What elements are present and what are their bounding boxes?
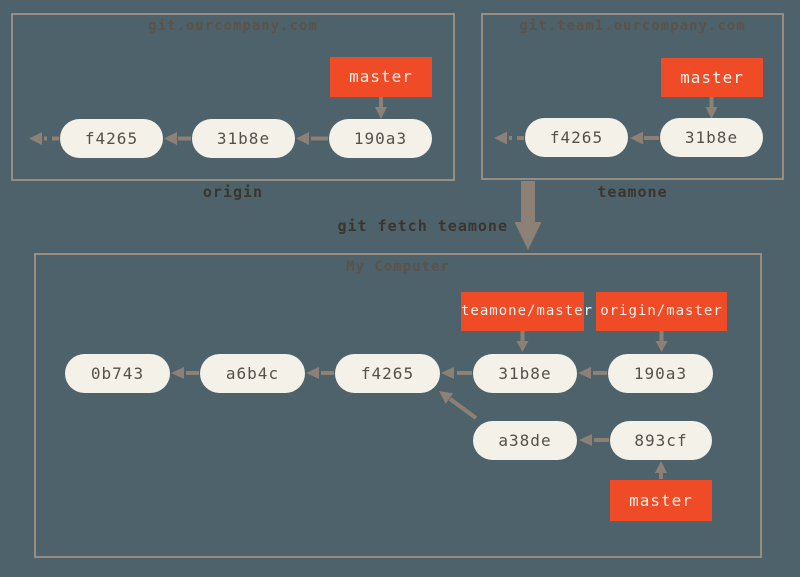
commit-node-190a3-origin: 190a3 bbox=[329, 119, 432, 158]
fetch-arrow bbox=[514, 181, 542, 250]
commit-node-31b8e-origin: 31b8e bbox=[192, 119, 295, 158]
arrowhead-master-893cf-local bbox=[655, 461, 667, 473]
arrowhead-origin-master-190a3 bbox=[655, 341, 668, 352]
commit-node-a6b4c-local: a6b4c bbox=[200, 354, 305, 393]
arrowhead-a6b4c-0b743 bbox=[171, 367, 184, 379]
remote-ref-teamone-master: teamone/master bbox=[461, 292, 592, 331]
fetch-command-label: git fetch teamone bbox=[337, 217, 508, 235]
arrowhead-190a3-31b8e-origin bbox=[296, 132, 309, 145]
remote-origin-title: git.ourcompany.com bbox=[148, 18, 318, 34]
commit-node-a38de-local: a38de bbox=[473, 421, 577, 460]
arrowhead-f4265-a6b4c bbox=[306, 367, 319, 379]
arrowhead-31b8e-f4265-local bbox=[441, 367, 454, 379]
branch-label-master-local: master bbox=[610, 480, 712, 521]
remote-origin-box bbox=[11, 13, 455, 181]
arrow-a38de-f4265 bbox=[448, 397, 478, 420]
commit-node-f4265-origin: f4265 bbox=[60, 119, 163, 158]
commit-node-190a3-local: 190a3 bbox=[608, 354, 713, 393]
arrowhead-31b8e-f4265-teamone bbox=[630, 131, 643, 145]
branch-label-master-teamone: master bbox=[661, 58, 763, 97]
commit-node-31b8e-local: 31b8e bbox=[473, 354, 577, 393]
arrowhead-history-continues-origin bbox=[29, 132, 42, 145]
branch-label-master-origin: master bbox=[330, 57, 432, 97]
local-repo-title: My Computer bbox=[346, 259, 450, 275]
remote-teamone-box bbox=[481, 13, 784, 180]
arrowhead-master-190a3-origin bbox=[375, 107, 387, 119]
commit-node-893cf-local: 893cf bbox=[610, 421, 712, 460]
arrowhead-teamone-master-31b8e bbox=[516, 341, 529, 352]
local-repo-box bbox=[34, 253, 762, 558]
arrowhead-893cf-a38de bbox=[579, 434, 592, 446]
arrowhead-190a3-31b8e-local bbox=[578, 367, 591, 379]
arrowhead-a38de-f4265 bbox=[439, 391, 454, 404]
remote-teamone-label: teamone bbox=[597, 183, 668, 201]
commit-node-0b743-local: 0b743 bbox=[65, 354, 170, 393]
remote-origin-label: origin bbox=[202, 183, 264, 201]
commit-node-f4265-local: f4265 bbox=[335, 354, 440, 393]
remote-teamone-title: git.team1.ourcompany.com bbox=[519, 18, 746, 34]
arrowhead-master-31b8e-teamone bbox=[705, 107, 718, 119]
commit-node-f4265-teamone: f4265 bbox=[525, 118, 628, 157]
arrowhead-history-continues-teamone bbox=[494, 131, 507, 145]
commit-node-31b8e-teamone: 31b8e bbox=[660, 118, 763, 157]
remote-ref-origin-master: origin/master bbox=[596, 292, 727, 331]
arrowhead-31b8e-f4265-origin bbox=[164, 132, 177, 145]
